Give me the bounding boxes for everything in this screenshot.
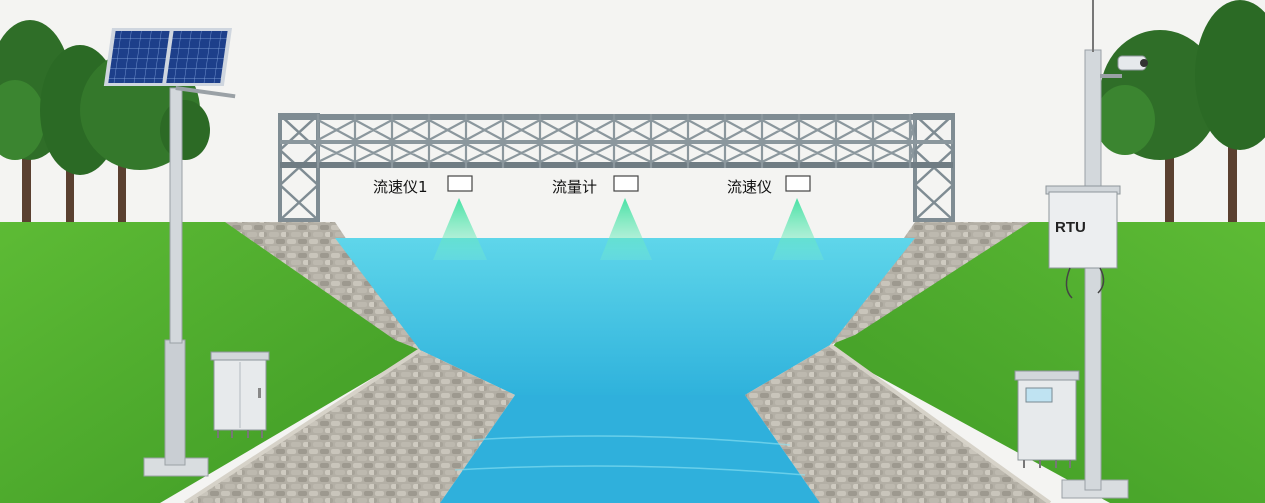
left-upper-embankment [225, 222, 420, 350]
right-lower-embankment [745, 345, 1050, 503]
right-upper-embankment [830, 222, 1030, 345]
rtu-box: RTU [1045, 185, 1121, 299]
sensor-2-beam [600, 198, 652, 260]
right-bank-grass [830, 222, 1265, 503]
tree-icon [1195, 0, 1265, 225]
left-bank-grass [0, 222, 420, 503]
sensor-3: 流速仪 [727, 175, 824, 260]
channel-water [440, 395, 820, 503]
control-cabinet-left [210, 351, 270, 438]
camera-icon [1117, 55, 1148, 71]
rtu-label: RTU [1055, 219, 1086, 236]
truss-bridge [278, 113, 955, 222]
sensor-3-beam [772, 198, 824, 260]
sensor-1-label: 流速仪1 [373, 178, 428, 196]
left-lower-embankment [185, 350, 515, 503]
upper-water [335, 238, 915, 395]
sensor-1-beam [433, 198, 487, 260]
sensor-3-label: 流速仪 [727, 178, 772, 196]
control-cabinet-right [1014, 370, 1080, 468]
sensor-1: 流速仪1 [373, 175, 487, 260]
rtu-pole: RTU [1045, 0, 1148, 499]
solar-pole [103, 28, 236, 477]
solar-panel-icon [103, 28, 232, 86]
sensor-2-label: 流量计 [552, 178, 597, 196]
sensor-2: 流量计 [552, 175, 652, 260]
